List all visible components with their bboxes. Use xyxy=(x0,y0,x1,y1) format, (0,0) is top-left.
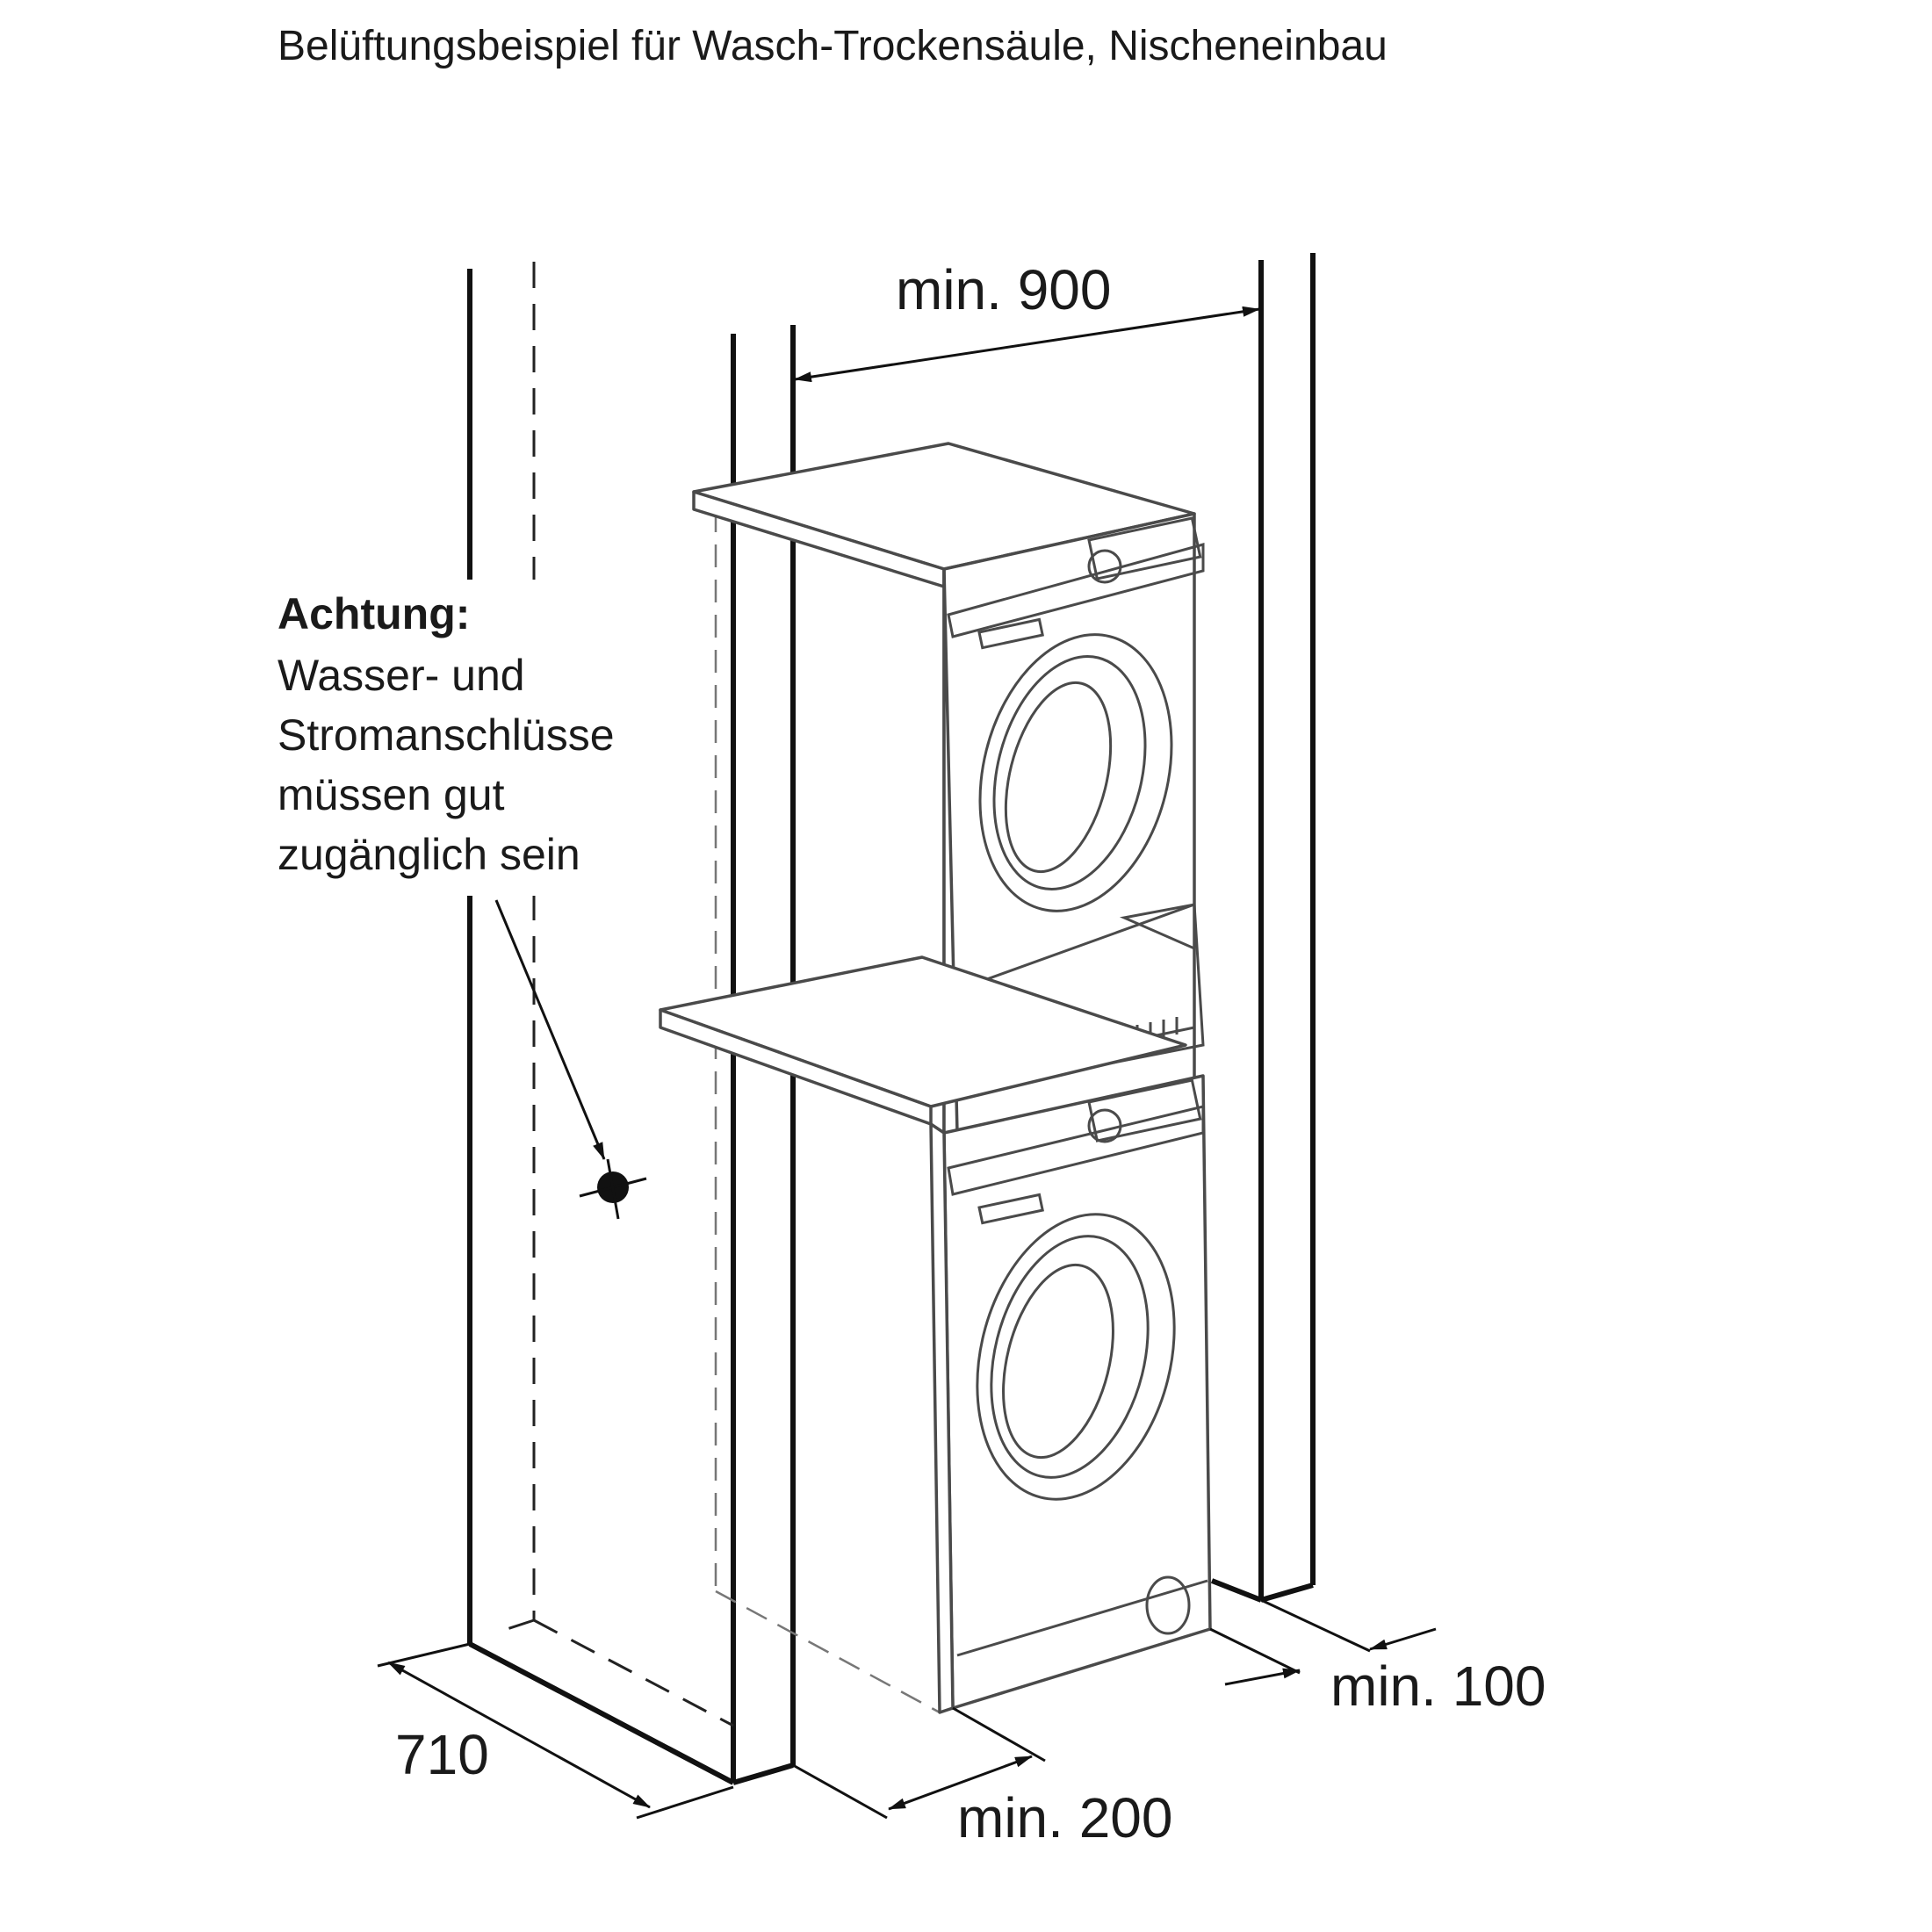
warning-line-3: müssen gut xyxy=(278,770,505,819)
connection-point-icon xyxy=(579,1158,647,1220)
warning-line-4: zugänglich sein xyxy=(278,830,580,879)
warning-note: Achtung: Wasser- und Stromanschlüsse müs… xyxy=(272,580,659,896)
dimension-front-clearance-label: min. 200 xyxy=(957,1786,1172,1849)
dimension-rear-clearance: min. 100 xyxy=(1209,1598,1546,1718)
dimension-width-label: min. 900 xyxy=(896,258,1111,321)
dimension-depth-label: 710 xyxy=(395,1723,489,1786)
right-niche-wall xyxy=(1210,253,1316,1603)
warning-heading: Achtung: xyxy=(278,589,470,638)
dimension-front-clearance: min. 200 xyxy=(792,1706,1172,1849)
diagram-title: Belüftungsbeispiel für Wasch-Trockensäul… xyxy=(278,23,1388,69)
dimension-depth: 710 xyxy=(377,1642,734,1820)
dimension-width: min. 900 xyxy=(794,258,1260,383)
warning-line-1: Wasser- und xyxy=(278,651,525,700)
connection-leader-arrow xyxy=(494,899,606,1160)
washer-dryer-stack xyxy=(659,442,1212,1714)
dimension-rear-clearance-label: min. 100 xyxy=(1330,1654,1546,1718)
warning-line-2: Stromanschlüsse xyxy=(278,710,615,760)
